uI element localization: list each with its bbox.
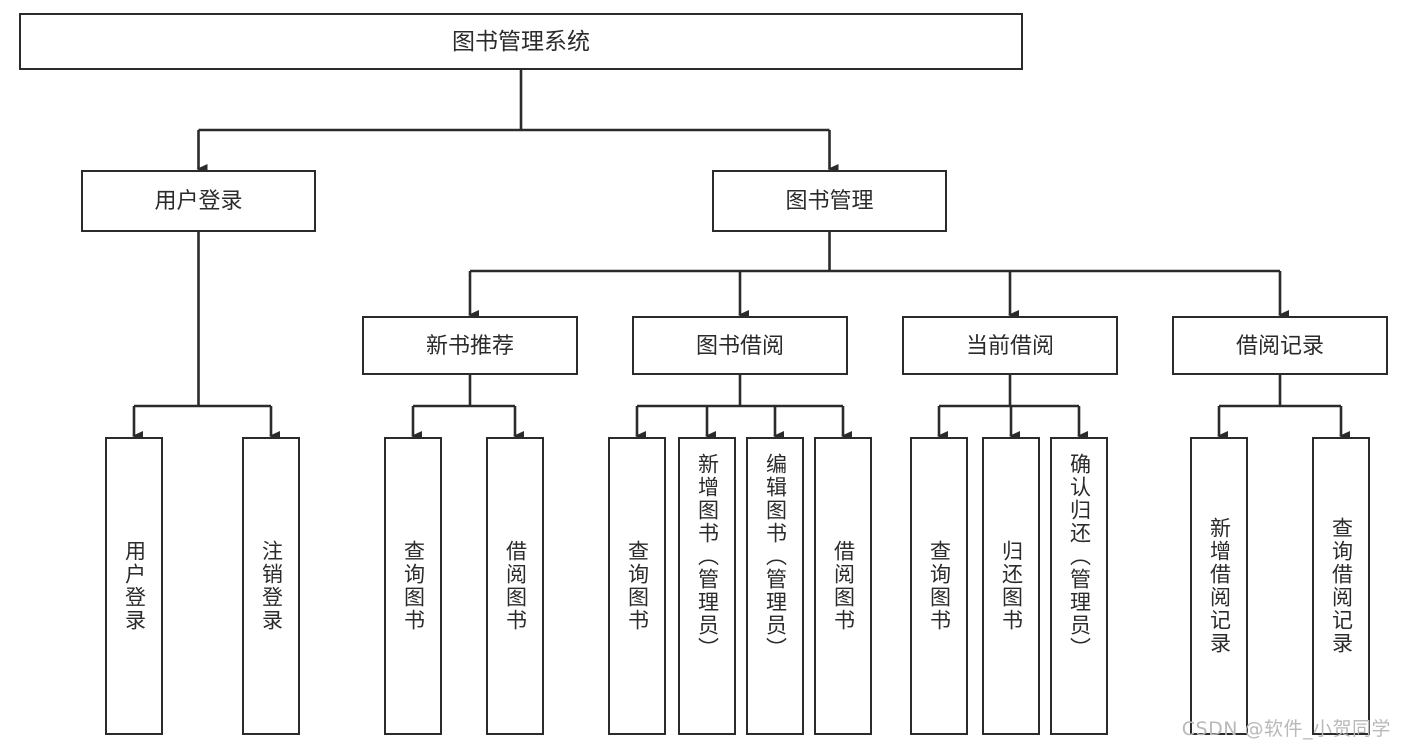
node-leaf-user-login[interactable]: 用户登录 [105,437,163,735]
node-label: 借阅图书 [831,540,855,632]
node-leaf-query-book-c[interactable]: 查询图书 [910,437,968,735]
node-label: 图书管理系统 [452,27,590,54]
node-label: 编辑图书（管理员） [763,453,787,660]
node-label: 新书推荐 [425,332,514,358]
node-borrow-record[interactable]: 借阅记录 [1172,316,1388,375]
node-leaf-add-book[interactable]: 新增图书（管理员） [678,437,736,735]
node-book-manage[interactable]: 图书管理 [712,170,947,232]
node-leaf-query-book-b[interactable]: 查询图书 [608,437,666,735]
node-leaf-confirm-return[interactable]: 确认归还（管理员） [1050,437,1108,735]
node-label: 查询图书 [401,540,425,632]
node-label: 借阅记录 [1235,332,1324,358]
node-leaf-query-record[interactable]: 查询借阅记录 [1312,437,1370,735]
node-label: 注销登录 [259,540,283,632]
node-leaf-logout[interactable]: 注销登录 [242,437,300,735]
node-leaf-edit-book[interactable]: 编辑图书（管理员） [746,437,804,735]
node-label: 用户登录 [154,188,243,214]
node-label: 查询借阅记录 [1329,517,1353,655]
node-label: 归还图书 [999,540,1023,632]
node-label: 图书借阅 [695,332,784,358]
node-label: 用户登录 [122,540,146,632]
node-user-login[interactable]: 用户登录 [81,170,316,232]
node-leaf-query-book-rec[interactable]: 查询图书 [384,437,442,735]
node-current-borrow[interactable]: 当前借阅 [902,316,1118,375]
node-root[interactable]: 图书管理系统 [19,13,1023,70]
node-book-borrow[interactable]: 图书借阅 [632,316,848,375]
node-label: 新增借阅记录 [1207,517,1231,655]
node-label: 确认归还（管理员） [1067,453,1091,660]
node-label: 当前借阅 [965,332,1054,358]
node-new-book-rec[interactable]: 新书推荐 [362,316,578,375]
node-leaf-add-record[interactable]: 新增借阅记录 [1190,437,1248,735]
node-leaf-borrow-book-rec[interactable]: 借阅图书 [486,437,544,735]
node-leaf-borrow-book-b[interactable]: 借阅图书 [814,437,872,735]
node-label: 借阅图书 [503,540,527,632]
watermark-text: CSDN @软件_小贺同学 [1181,718,1391,740]
node-label: 查询图书 [927,540,951,632]
node-label: 新增图书（管理员） [695,453,719,660]
node-label: 查询图书 [625,540,649,632]
node-leaf-return-book[interactable]: 归还图书 [982,437,1040,735]
node-label: 图书管理 [785,188,874,214]
